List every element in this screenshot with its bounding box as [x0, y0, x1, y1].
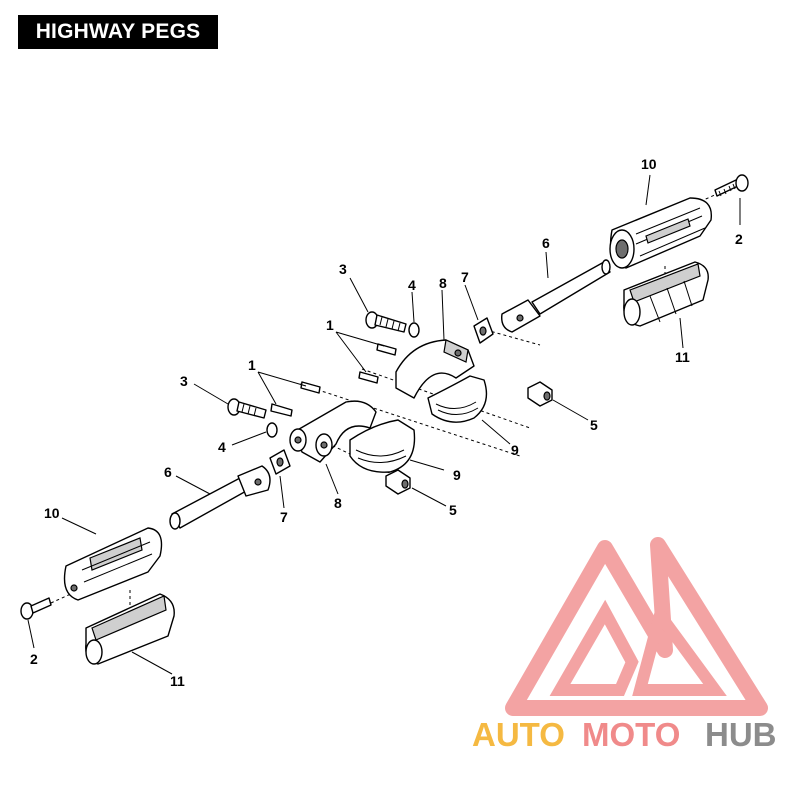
- screws-1-upper: [358, 343, 397, 384]
- screws-1-lower: [270, 381, 321, 417]
- watermark-logo: [505, 537, 768, 716]
- callout-1-lower: 1: [248, 357, 256, 373]
- callout-11-upper: 11: [675, 349, 690, 365]
- washer-7-upper: [473, 317, 494, 344]
- callout-8-upper: 8: [439, 275, 447, 291]
- leader-lines: [27, 174, 741, 675]
- screw-3-upper: [365, 311, 407, 333]
- callout-3-upper: 3: [339, 261, 347, 277]
- clamp-8-lower: [289, 400, 377, 463]
- nut-5-upper: [527, 381, 553, 407]
- rubber-11-lower: [85, 593, 175, 665]
- clamp-9-upper: [427, 375, 488, 423]
- callout-2-upper: 2: [735, 231, 743, 247]
- tube-6-lower: [169, 465, 271, 530]
- tube-6-upper: [501, 259, 611, 333]
- callout-7-upper: 7: [461, 269, 469, 285]
- rubber-11-upper: [623, 261, 709, 327]
- washer-4-lower: [266, 422, 278, 438]
- callout-10-lower: 10: [44, 505, 60, 521]
- callout-8-lower: 8: [334, 495, 342, 511]
- callout-5-upper: 5: [590, 417, 598, 433]
- screw-3-lower: [227, 398, 267, 419]
- nut-5-lower: [385, 469, 411, 495]
- callout-2-lower: 2: [30, 651, 38, 667]
- washer-7-lower: [269, 449, 291, 475]
- callout-4-upper: 4: [408, 277, 416, 293]
- callout-6-upper: 6: [542, 235, 550, 251]
- callout-10-upper: 10: [641, 156, 657, 172]
- peg-10-lower: [63, 527, 163, 601]
- screw-2-upper: [714, 174, 749, 197]
- watermark-auto: AUTO: [472, 716, 565, 753]
- watermark-hub: HUB: [705, 716, 777, 753]
- callout-4-lower: 4: [218, 439, 226, 455]
- page-title: HIGHWAY PEGS: [18, 15, 218, 49]
- clamp-9-lower: [349, 419, 416, 473]
- callout-7-lower: 7: [280, 509, 288, 525]
- callout-1-upper: 1: [326, 317, 334, 333]
- callout-11-lower: 11: [170, 673, 185, 689]
- callout-9-upper: 9: [511, 442, 519, 458]
- washer-4-upper: [408, 322, 420, 338]
- clamp-8-upper: [395, 339, 475, 399]
- watermark-moto: MOTO: [582, 716, 680, 753]
- screw-2-lower: [20, 597, 52, 620]
- callout-3-lower: 3: [180, 373, 188, 389]
- peg-10-upper: [609, 197, 713, 269]
- callout-6-lower: 6: [164, 464, 172, 480]
- callout-5-lower: 5: [449, 502, 457, 518]
- callout-9-lower: 9: [453, 467, 461, 483]
